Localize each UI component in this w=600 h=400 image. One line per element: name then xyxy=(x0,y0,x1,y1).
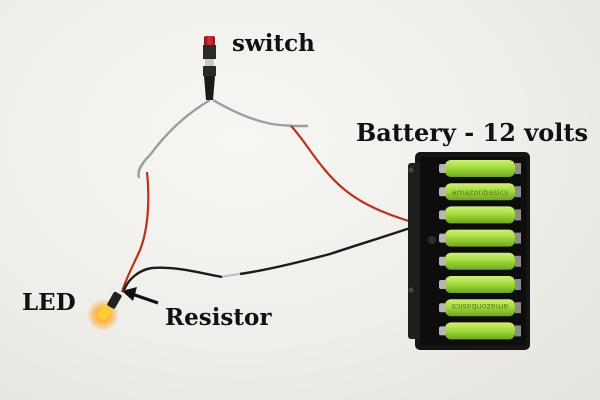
aa-battery-cell xyxy=(439,160,521,177)
wire-gray-left xyxy=(137,98,211,179)
aa-battery-cell xyxy=(439,252,521,270)
aa-battery-cell xyxy=(439,206,521,224)
led xyxy=(87,291,122,331)
resistor-lead xyxy=(221,273,241,278)
wire-gray-right xyxy=(212,98,309,128)
wire-black xyxy=(239,224,417,276)
battery-label: Battery - 12 volts xyxy=(356,118,588,147)
battery-pack xyxy=(408,152,530,350)
aa-battery-cell xyxy=(439,229,521,247)
switch xyxy=(203,36,216,100)
aa-battery-cell: amazonbasics xyxy=(439,299,521,317)
battery-brand-text: amazonbasics xyxy=(452,302,509,311)
battery-brand-text: amazonbasics xyxy=(452,188,509,197)
wire-red-left xyxy=(120,171,150,293)
wire-red-right xyxy=(290,125,413,224)
resistor-label: Resistor xyxy=(165,304,272,331)
aa-battery-cell xyxy=(439,322,521,340)
led-label: LED xyxy=(22,289,76,316)
aa-battery-cell xyxy=(439,276,521,293)
resistor-body xyxy=(122,266,223,291)
switch-label: switch xyxy=(232,30,315,57)
aa-battery-cell: amazonbasics xyxy=(439,183,521,201)
battery-cells: amazonbasics amazonbasics xyxy=(439,160,521,340)
resistor-arrow-icon xyxy=(122,287,159,305)
